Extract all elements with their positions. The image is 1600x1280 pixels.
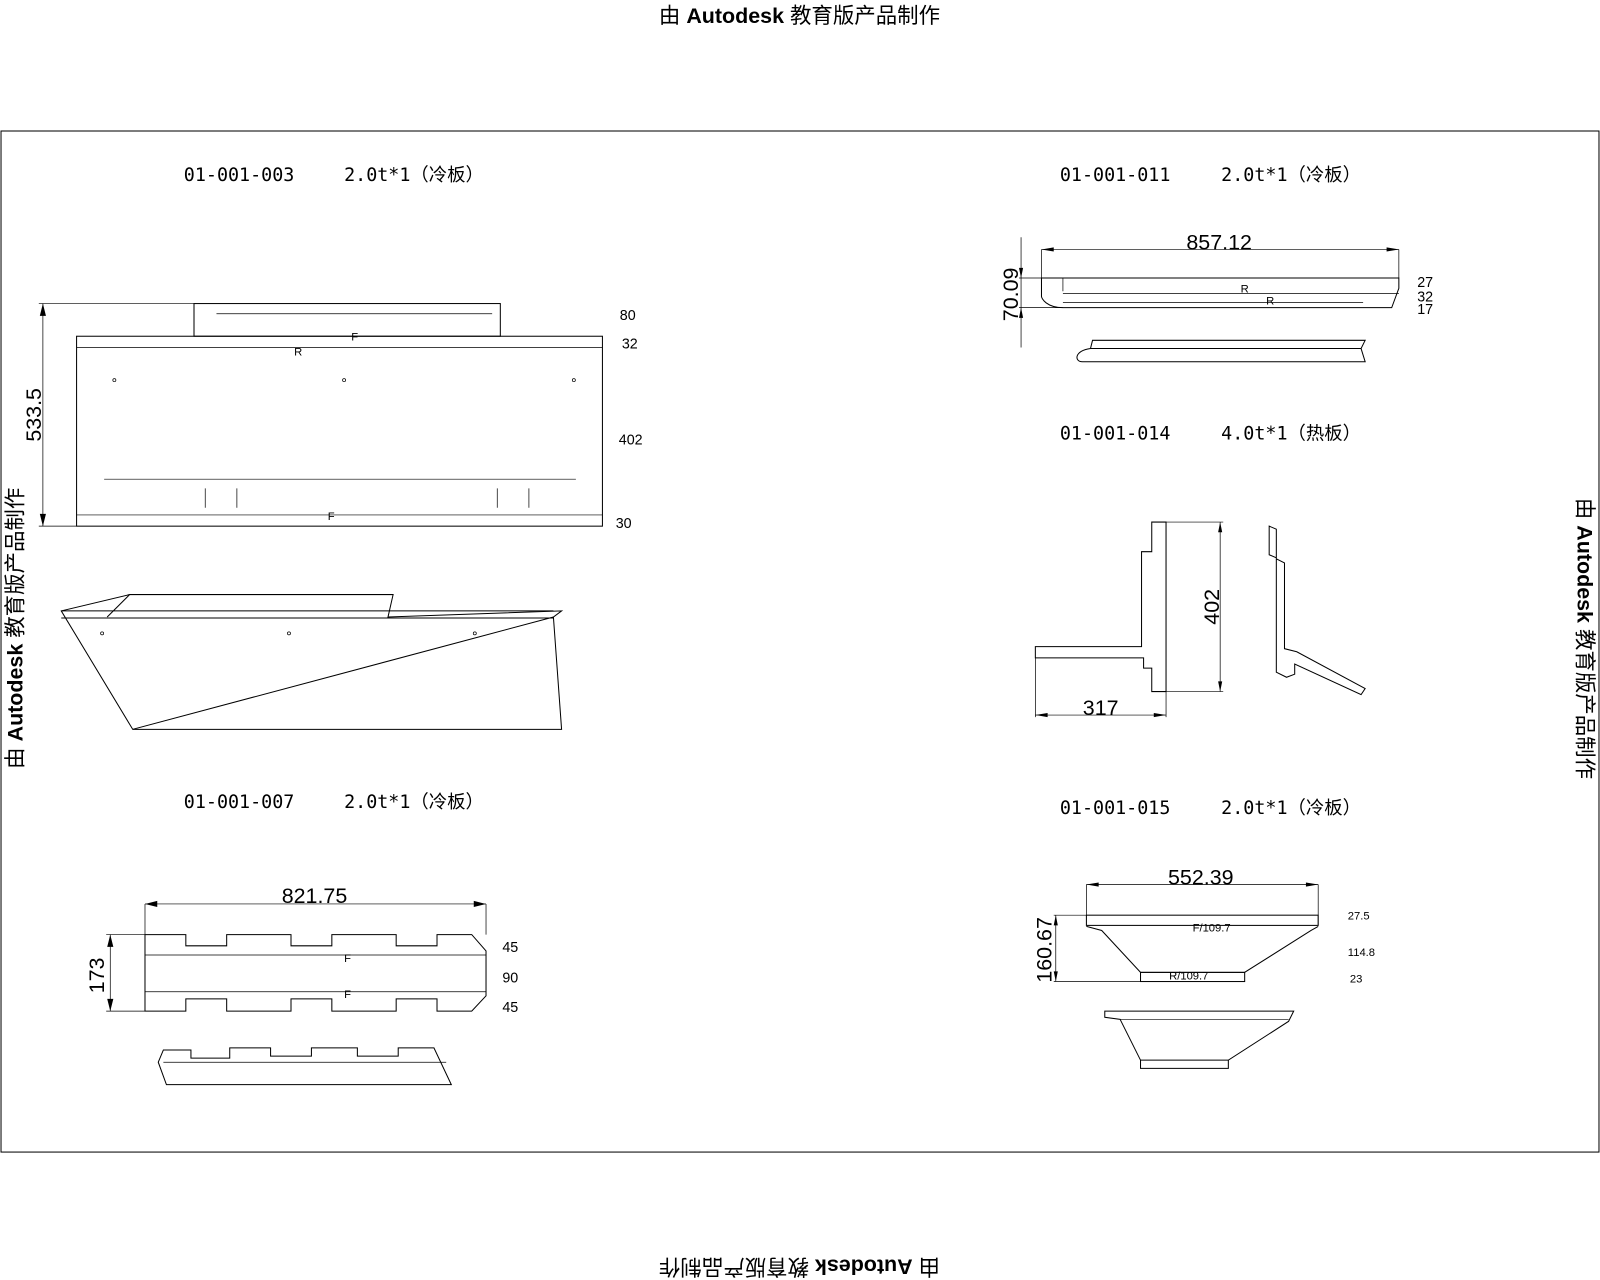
svg-text:27: 27 (1417, 275, 1433, 291)
part-01-001-011: 01-001-011 2.0t*1（冷板） R R 857.12 70.09 2… (999, 165, 1433, 363)
part-code: 01-001-014 (1060, 423, 1171, 444)
svg-text:F: F (351, 331, 358, 343)
svg-text:R/109.7: R/109.7 (1169, 971, 1208, 983)
svg-text:F: F (328, 511, 335, 523)
svg-text:317: 317 (1083, 696, 1119, 720)
svg-text:F: F (344, 953, 351, 965)
svg-text:45: 45 (502, 940, 518, 956)
svg-text:27.5: 27.5 (1348, 910, 1370, 922)
svg-text:173: 173 (85, 958, 109, 994)
svg-text:857.12: 857.12 (1186, 230, 1252, 254)
part-code: 01-001-003 (184, 165, 295, 186)
svg-text:402: 402 (619, 432, 643, 448)
part-code: 01-001-007 (184, 792, 295, 813)
svg-text:32: 32 (622, 336, 638, 352)
svg-text:30: 30 (616, 516, 632, 532)
part-spec: 2.0t*1（冷板） (1221, 165, 1361, 186)
svg-text:F/109.7: F/109.7 (1193, 923, 1231, 935)
part-01-001-014: 01-001-014 4.0t*1（热板） 402 317 (1034, 423, 1366, 720)
svg-text:R: R (1266, 296, 1274, 308)
svg-text:160.67: 160.67 (1033, 917, 1057, 983)
svg-text:821.75: 821.75 (282, 884, 348, 908)
watermark-bottom: 由 Autodesk 教育版产品制作 (659, 1254, 940, 1278)
svg-text:23: 23 (1350, 974, 1362, 986)
part-spec: 2.0t*1（冷板） (344, 792, 484, 813)
svg-text:45: 45 (502, 1000, 518, 1016)
part-spec: 2.0t*1（冷板） (1221, 798, 1361, 819)
watermark-top: 由 Autodesk 教育版产品制作 (659, 4, 940, 28)
watermark-right: 由 Autodesk 教育版产品制作 (1573, 498, 1597, 779)
svg-text:70.09: 70.09 (999, 268, 1023, 322)
svg-text:R: R (294, 347, 302, 359)
svg-text:402: 402 (1200, 589, 1224, 625)
svg-text:90: 90 (502, 971, 518, 987)
part-code: 01-001-011 (1060, 165, 1171, 186)
svg-text:F: F (344, 989, 351, 1001)
svg-text:由 Autodesk 教育版产品制作: 由 Autodesk 教育版产品制作 (659, 1254, 940, 1278)
svg-text:R: R (1241, 283, 1249, 295)
part-spec: 2.0t*1（冷板） (344, 165, 484, 186)
part-01-001-007: 01-001-007 2.0t*1（冷板） F F 821.75 173 45 … (85, 792, 518, 1086)
part-01-001-003: 01-001-003 2.0t*1（冷板） F R F 533.5 80 32 … (22, 165, 643, 730)
svg-text:由 Autodesk 教育版产品制作: 由 Autodesk 教育版产品制作 (1573, 498, 1597, 779)
part-spec: 4.0t*1（热板） (1221, 423, 1361, 444)
svg-text:533.5: 533.5 (22, 388, 46, 442)
svg-text:32: 32 (1417, 290, 1433, 306)
svg-text:80: 80 (620, 308, 636, 324)
part-code: 01-001-015 (1060, 798, 1171, 819)
svg-text:114.8: 114.8 (1348, 947, 1375, 959)
part-01-001-015: 01-001-015 2.0t*1（冷板） F/109.7 R/109.7 55… (1033, 798, 1375, 1069)
svg-text:由 Autodesk 教育版产品制作: 由 Autodesk 教育版产品制作 (659, 4, 940, 28)
drawing-frame (0, 130, 1600, 1153)
svg-text:由 Autodesk 教育版产品制作: 由 Autodesk 教育版产品制作 (3, 488, 27, 769)
watermark-left: 由 Autodesk 教育版产品制作 (3, 488, 27, 769)
svg-text:552.39: 552.39 (1168, 866, 1234, 890)
svg-text:17: 17 (1417, 302, 1433, 318)
